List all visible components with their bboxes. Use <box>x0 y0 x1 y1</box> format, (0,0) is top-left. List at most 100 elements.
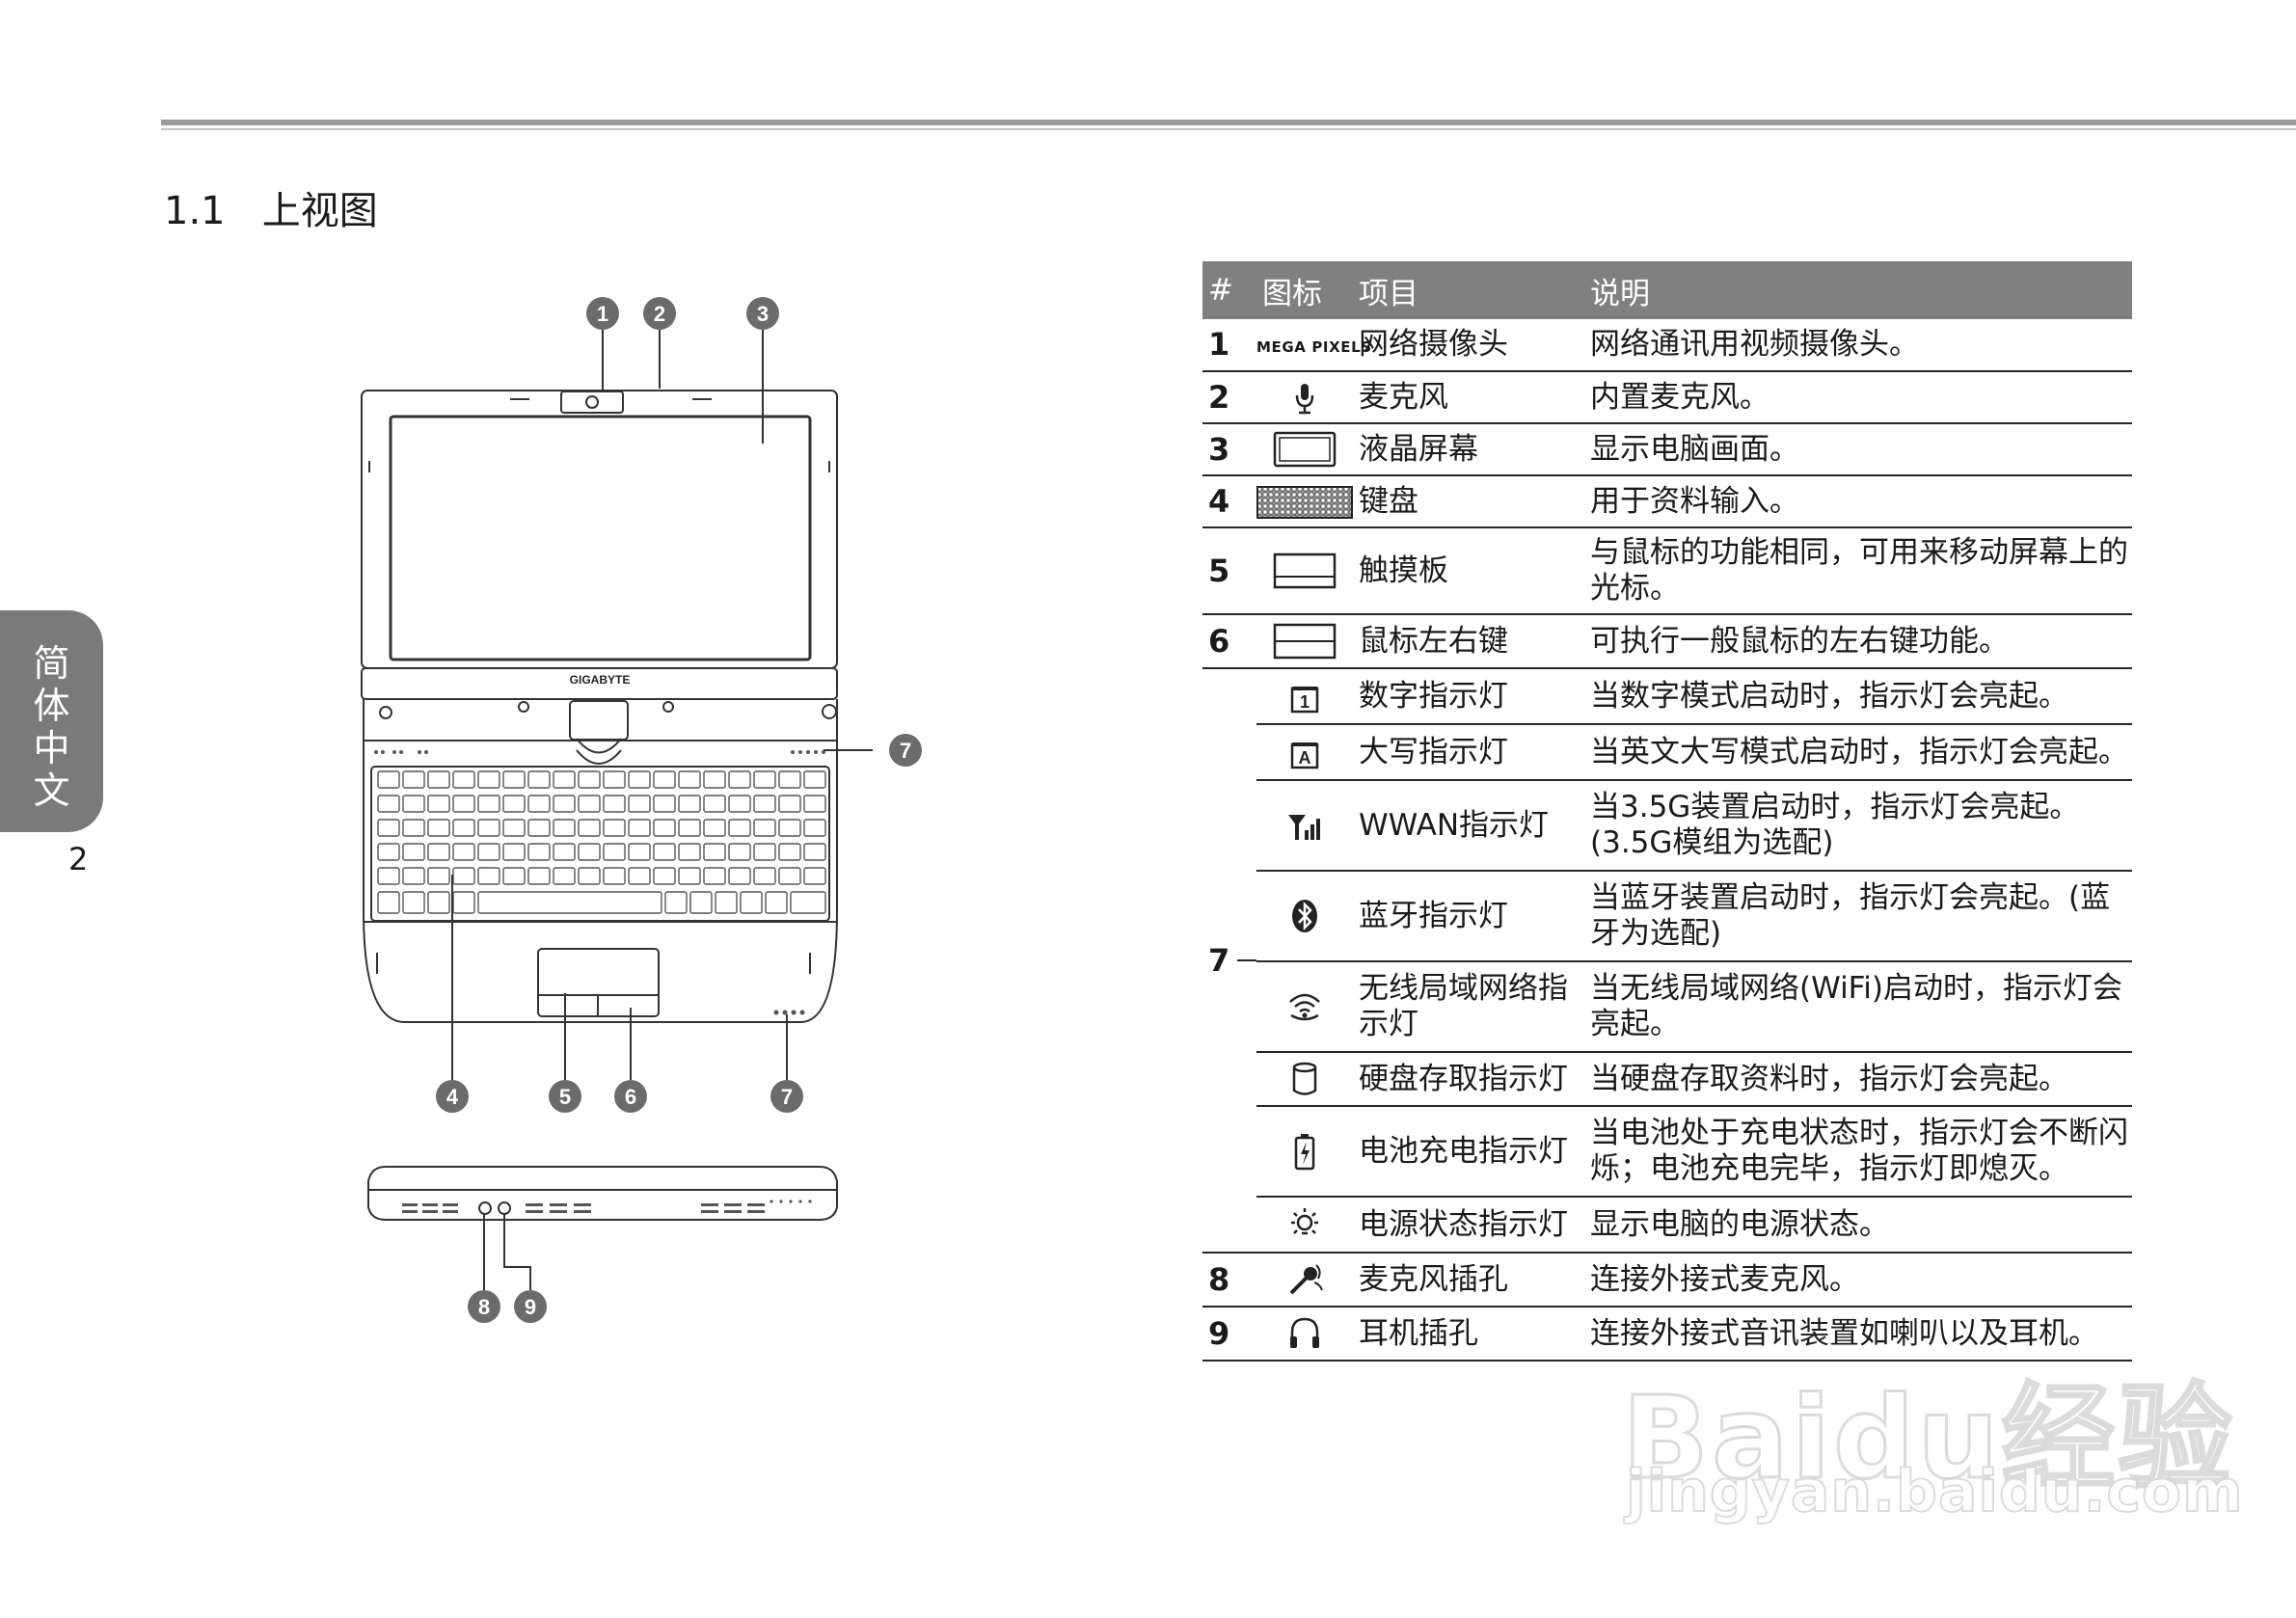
row-item: 电源状态指示灯 <box>1353 1197 1584 1254</box>
row-number: 2 <box>1202 371 1256 424</box>
callout-4: 4 <box>436 1080 469 1113</box>
row-desc: 连接外接式麦克风。 <box>1584 1253 2132 1308</box>
side-tab-char: 中 <box>33 727 70 769</box>
row-item: WWAN指示灯 <box>1353 780 1584 872</box>
callout-2: 2 <box>643 297 676 330</box>
page-number: 2 <box>68 841 89 877</box>
callout-1: 1 <box>586 297 619 330</box>
table-row: 8 麦克风插孔 连接外接式麦克风。 <box>1202 1253 2132 1308</box>
row-number: 5 <box>1202 527 1256 615</box>
callout-label: 1 <box>597 302 608 326</box>
row-number: 1 <box>1202 319 1256 372</box>
callout-7-front: 7 <box>770 1080 803 1113</box>
row-item: 麦克风插孔 <box>1353 1253 1584 1308</box>
table-row: 硬盘存取指示灯 当硬盘存取资料时，指示灯会亮起。 <box>1202 1052 2132 1107</box>
callout-6: 6 <box>614 1080 647 1113</box>
side-tab-char: 简 <box>33 642 70 685</box>
row-desc: 显示电脑画面。 <box>1584 423 2132 476</box>
section-heading: 1.1 上视图 <box>164 189 378 233</box>
bluetooth-icon <box>1256 871 1353 962</box>
callout-label: 7 <box>781 1085 793 1109</box>
callout-label: 6 <box>625 1085 636 1109</box>
row-number: 3 <box>1202 423 1256 476</box>
webcam-icon: MEGA PIXELS <box>1256 319 1371 372</box>
row-desc: 当硬盘存取资料时，指示灯会亮起。 <box>1584 1052 2132 1107</box>
hdd-icon <box>1256 1052 1353 1107</box>
touchpad-icon <box>1256 527 1353 615</box>
component-table: # 图标 项目 说明 1 MEGA PIXELS 网络摄像头 网络通讯用视频摄像… <box>1202 261 2132 1362</box>
row-desc: 当3.5G装置启动时，指示灯会亮起。(3.5G模组为选配) <box>1584 780 2132 872</box>
language-side-tab: 简 体 中 文 <box>0 610 103 832</box>
table-row: 电源状态指示灯 显示电脑的电源状态。 <box>1202 1197 2132 1254</box>
callouts: 1 2 3 4 5 6 7 7 8 9 <box>436 297 922 1323</box>
mic-jack-icon <box>1256 1253 1353 1308</box>
callout-label: 8 <box>478 1295 490 1319</box>
wifi-icon <box>1256 961 1353 1053</box>
col-item-header: 项目 <box>1353 261 1584 319</box>
row-desc: 当蓝牙装置启动时，指示灯会亮起。(蓝牙为选配) <box>1584 871 2132 962</box>
callout-label: 4 <box>446 1085 459 1109</box>
row-desc: 显示电脑的电源状态。 <box>1584 1197 2132 1254</box>
row-desc: 当数字模式启动时，指示灯会亮起。 <box>1584 668 2132 725</box>
row-number: 4 <box>1202 475 1256 528</box>
row-number: 6 <box>1202 614 1256 669</box>
row-item: 硬盘存取指示灯 <box>1353 1052 1584 1107</box>
svg-text:A: A <box>1299 748 1311 768</box>
table-row: 电池充电指示灯 当电池处于充电状态时，指示灯会不断闪烁；电池充电完毕，指示灯即熄… <box>1202 1106 2132 1198</box>
row-desc: 与鼠标的功能相同，可用来移动屏幕上的光标。 <box>1584 527 2132 615</box>
microphone-icon <box>1256 371 1353 424</box>
table-row: 1 MEGA PIXELS 网络摄像头 网络通讯用视频摄像头。 <box>1202 319 2132 372</box>
col-icon-header: 图标 <box>1256 261 1353 319</box>
row-item: 麦克风 <box>1353 371 1584 424</box>
table-row: WWAN指示灯 当3.5G装置启动时，指示灯会亮起。(3.5G模组为选配) <box>1202 780 2132 872</box>
row-item: 蓝牙指示灯 <box>1353 871 1584 962</box>
col-number-header: # <box>1202 261 1256 319</box>
row-desc: 连接外接式音讯装置如喇叭以及耳机。 <box>1584 1307 2132 1362</box>
callout-7-side: 7 <box>889 734 922 767</box>
table-row: 6 鼠标左右键 可执行一般鼠标的左右键功能。 <box>1202 614 2132 669</box>
row-item: 电池充电指示灯 <box>1353 1106 1584 1198</box>
callout-3: 3 <box>746 297 779 330</box>
baidu-watermark: Baidu经验 <box>1621 1370 2235 1506</box>
callout-9: 9 <box>514 1290 547 1323</box>
col-desc-header: 说明 <box>1584 261 2132 319</box>
row-desc: 用于资料输入。 <box>1584 475 2132 528</box>
table-row: 9 耳机插孔 连接外接式音讯装置如喇叭以及耳机。 <box>1202 1307 2132 1362</box>
row-desc: 当英文大写模式启动时，指示灯会亮起。 <box>1584 724 2132 781</box>
row-item: 触摸板 <box>1353 527 1584 615</box>
caps-lock-icon: A <box>1256 724 1353 781</box>
row-item: 耳机插孔 <box>1353 1307 1584 1362</box>
table-header-row: # 图标 项目 说明 <box>1202 261 2132 319</box>
num-lock-icon: 1 <box>1256 668 1353 725</box>
table-row: 蓝牙指示灯 当蓝牙装置启动时，指示灯会亮起。(蓝牙为选配) <box>1202 871 2132 962</box>
row-number: 7 <box>1202 668 1256 1254</box>
top-rule-thin <box>161 128 2296 130</box>
row-item: 数字指示灯 <box>1353 668 1584 725</box>
row-desc: 网络通讯用视频摄像头。 <box>1584 319 2132 372</box>
table-row: 无线局域网络指示灯 当无线局域网络(WiFi)启动时，指示灯会亮起。 <box>1202 961 2132 1053</box>
svg-text:1: 1 <box>1300 692 1310 712</box>
mega-pixels-label: MEGA PIXELS <box>1256 337 1372 356</box>
table-row: 5 触摸板 与鼠标的功能相同，可用来移动屏幕上的光标。 <box>1202 527 2132 615</box>
table-row: 3 液晶屏幕 显示电脑画面。 <box>1202 423 2132 476</box>
headphone-icon <box>1256 1307 1353 1362</box>
row-desc: 当电池处于充电状态时，指示灯会不断闪烁；电池充电完毕，指示灯即熄灭。 <box>1584 1106 2132 1198</box>
callout-label: 7 <box>900 739 911 763</box>
baidu-watermark-url: jingyan.baidu.com <box>1625 1457 2244 1526</box>
table-row: 2 麦克风 内置麦克风。 <box>1202 371 2132 424</box>
row-number: 8 <box>1202 1253 1256 1308</box>
table-row: 4 键盘 用于资料输入。 <box>1202 475 2132 528</box>
row-desc: 可执行一般鼠标的左右键功能。 <box>1584 614 2132 669</box>
laptop-top-view-figure: GIGABYTE 1 2 3 4 5 6 7 7 8 9 <box>361 297 922 1323</box>
wwan-icon <box>1256 780 1353 872</box>
side-tab-char: 体 <box>33 685 70 727</box>
row-number: 9 <box>1202 1307 1256 1362</box>
row-item: 网络摄像头 <box>1353 319 1584 372</box>
mouse-buttons-icon <box>1256 614 1353 669</box>
callout-8: 8 <box>468 1290 500 1323</box>
callout-5: 5 <box>549 1080 581 1113</box>
row-desc: 当无线局域网络(WiFi)启动时，指示灯会亮起。 <box>1584 961 2132 1053</box>
callout-label: 3 <box>757 302 769 326</box>
brand-label: GIGABYTE <box>570 673 631 687</box>
table-row: A 大写指示灯 当英文大写模式启动时，指示灯会亮起。 <box>1202 724 2132 781</box>
